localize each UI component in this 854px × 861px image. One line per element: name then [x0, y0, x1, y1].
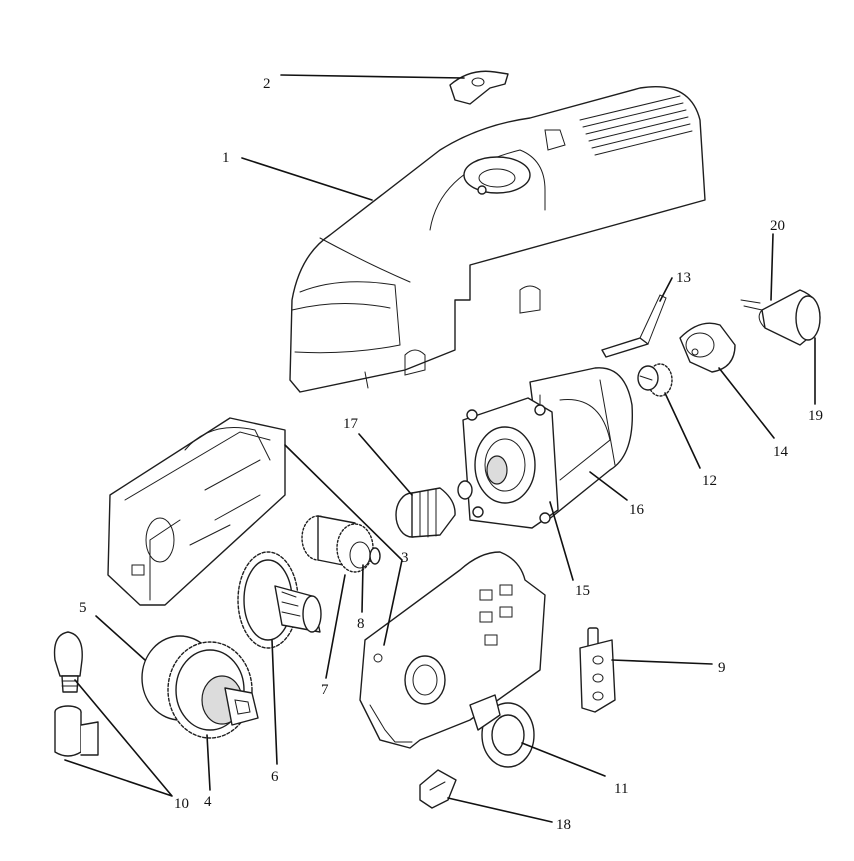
part-spring-clip [601, 294, 667, 358]
leader-lines [64, 74, 816, 823]
callout-11: 11 [614, 781, 628, 797]
callout-20: 20 [770, 218, 785, 234]
leader-line-4 [206, 734, 211, 791]
callout-9: 9 [718, 660, 726, 676]
callout-5: 5 [79, 600, 87, 616]
callout-7: 7 [321, 682, 329, 698]
part-output-gear-assembly [141, 635, 259, 739]
part-lamp-holder [54, 705, 99, 757]
part-capacitor [758, 289, 821, 346]
callout-15: 15 [575, 583, 590, 599]
leader-line-3 [284, 444, 403, 646]
callout-10: 10 [174, 796, 189, 812]
callout-16: 16 [629, 502, 645, 518]
callout-4: 4 [204, 794, 212, 810]
part-limit-switch [419, 769, 457, 809]
leader-line-17 [358, 433, 413, 496]
leader-line-1 [241, 157, 373, 201]
part-gearbox-housing-left [107, 417, 286, 606]
part-capacitor-terminals [740, 299, 763, 311]
part-cover-knob [449, 70, 509, 105]
leader-line-10 [64, 679, 173, 797]
leader-line-15 [549, 501, 574, 581]
callout-13: 13 [676, 270, 691, 286]
part-worm-gear [395, 480, 473, 538]
callout-6: 6 [271, 769, 279, 785]
leader-line-6 [271, 639, 278, 765]
leader-line-18 [447, 797, 553, 823]
leader-line-14 [718, 367, 775, 439]
callout-12: 12 [702, 473, 717, 489]
callout-17: 17 [343, 416, 359, 432]
leader-line-11 [521, 742, 606, 777]
callout-3: 3 [401, 550, 409, 566]
leader-line-5 [95, 615, 146, 661]
callout-2: 2 [263, 76, 271, 92]
part-motor-flange [462, 397, 559, 529]
part-end-cap [679, 322, 736, 373]
part-terminal-block [579, 627, 616, 713]
part-motor-cover [289, 86, 706, 393]
part-intermediate-gear [237, 551, 322, 649]
part-centrifugal-switch [637, 363, 673, 397]
callout-labels: 1 2 3 4 5 6 7 8 9 10 11 12 13 14 15 16 1… [79, 76, 823, 833]
callout-1: 1 [222, 150, 230, 166]
callout-18: 18 [556, 817, 571, 833]
part-limit-switch-cam [469, 694, 535, 768]
callout-19: 19 [808, 408, 823, 424]
leader-line-16 [589, 471, 628, 501]
callout-14: 14 [773, 444, 789, 460]
leader-line-13 [659, 277, 673, 302]
leader-line-2 [280, 74, 465, 79]
part-lamp [53, 631, 83, 693]
leader-line-9 [611, 659, 713, 665]
callout-8: 8 [357, 616, 365, 632]
leader-line-20 [770, 233, 774, 301]
part-double-gear [301, 515, 381, 573]
leader-line-7 [325, 574, 346, 679]
leader-line-12 [664, 392, 701, 469]
leader-line-8 [361, 564, 364, 613]
part-gearbox-housing-right [359, 551, 546, 749]
